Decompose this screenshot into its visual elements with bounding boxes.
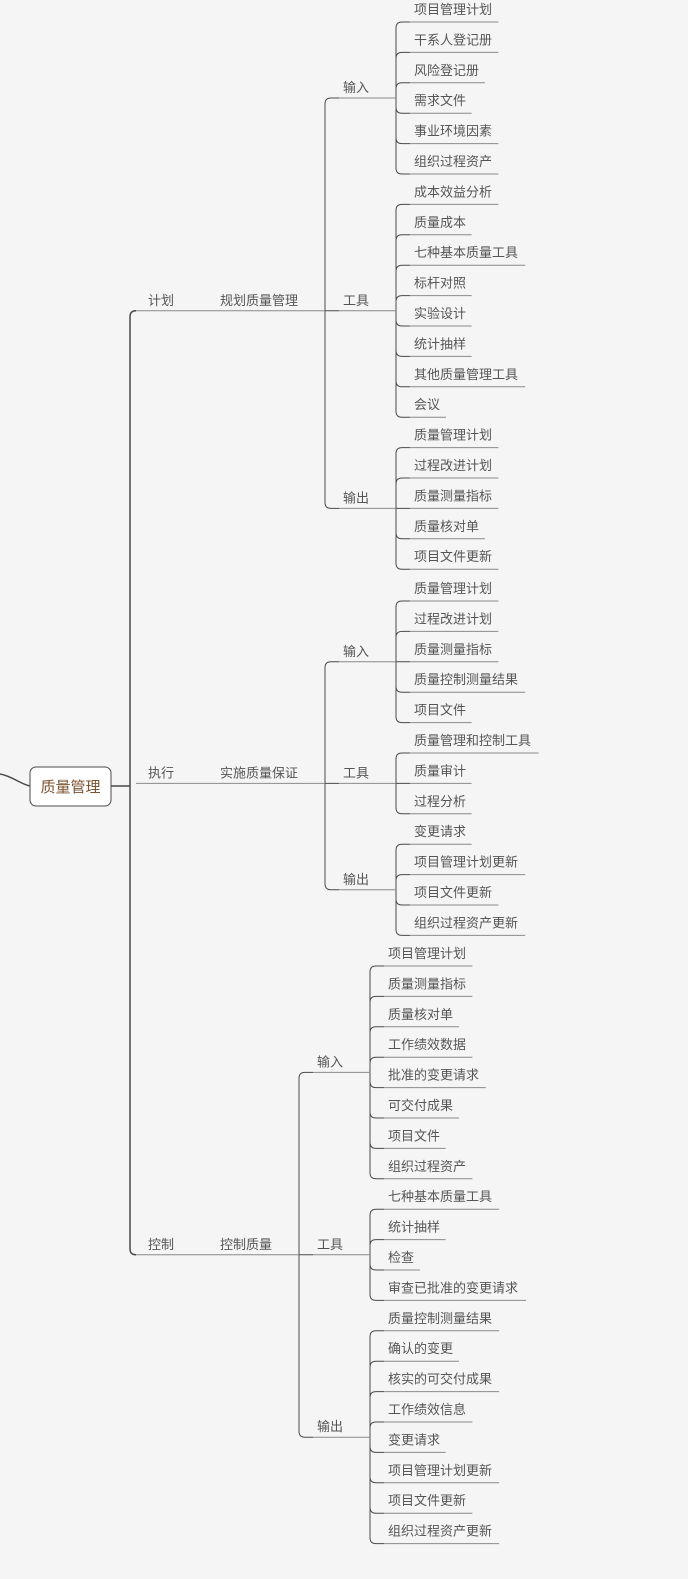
leaf-topic-label: 质量成本 <box>414 216 466 231</box>
leaf-topic-label: 质量核对单 <box>414 520 479 535</box>
leaf-topic-label: 事业环境因素 <box>414 125 492 140</box>
leaf-topic-label: 干系人登记册 <box>414 33 492 48</box>
group-topic-label[interactable]: 输入 <box>317 1054 343 1070</box>
leaf-topic-label: 过程改进计划 <box>414 459 492 474</box>
group-to-leaf-connector <box>369 1208 384 1301</box>
leaf-topic-label: 可交付成果 <box>388 1098 453 1114</box>
leaf-topic-label: 成本效益分析 <box>414 185 492 200</box>
leaf-topic-label: 审查已批准的变更请求 <box>388 1280 518 1296</box>
leaf-topic-label: 质量控制测量结果 <box>388 1312 492 1327</box>
root-topic-label: 质量管理 <box>40 778 100 796</box>
group-to-leaf-connector <box>369 965 384 1180</box>
group-to-leaf-connector <box>395 600 410 724</box>
branch-topic-label[interactable]: 控制 <box>148 1238 174 1253</box>
group-topic-label[interactable]: 工具 <box>343 294 369 309</box>
leaf-topic-label: 质量管理和控制工具 <box>414 734 531 749</box>
leaf-topic-label: 项目管理计划更新 <box>414 855 518 871</box>
leaf-topic-label: 统计抽样 <box>414 337 466 352</box>
group-to-leaf-connector <box>395 203 410 418</box>
group-topic-label[interactable]: 输出 <box>343 872 369 888</box>
leaf-topic-label: 七种基本质量工具 <box>414 246 518 261</box>
leaf-topic-label: 项目管理计划 <box>414 3 492 18</box>
leaf-topic-label: 会议 <box>414 398 440 413</box>
leaf-topic-label: 项目文件 <box>388 1129 440 1144</box>
branch-topic-label[interactable]: 执行 <box>148 766 174 781</box>
leaf-topic-label: 组织过程资产 <box>388 1160 466 1175</box>
leaf-topic-label: 项目文件更新 <box>414 885 492 901</box>
process-topic-label[interactable]: 控制质量 <box>220 1238 272 1253</box>
leaf-topic-label: 项目文件更新 <box>388 1493 466 1509</box>
leaf-topic-label: 项目管理计划更新 <box>388 1463 492 1479</box>
leaf-topic-label: 项目管理计划 <box>388 947 466 962</box>
leaf-topic-label: 批准的变更请求 <box>388 1068 479 1084</box>
leaf-topic-label: 组织过程资产 <box>414 155 492 170</box>
root-incoming-connector <box>0 773 31 787</box>
leaf-topic-label: 核实的可交付成果 <box>388 1372 492 1388</box>
leaf-topic-label: 确认的变更 <box>388 1341 453 1357</box>
leaf-topic-label: 质量测量指标 <box>414 643 492 658</box>
group-to-leaf-connector <box>395 21 410 175</box>
process-to-group-connector <box>324 97 339 509</box>
root-topic-box[interactable] <box>29 766 112 807</box>
topic-nodes: 项目管理计划干系人登记册风险登记册需求文件事业环境因素组织过程资产输入成本效益分… <box>148 3 531 1540</box>
leaf-topic-label: 质量管理计划 <box>414 582 492 597</box>
leaf-topic-label: 工作绩效信息 <box>388 1402 466 1418</box>
leaf-topic-label: 组织过程资产更新 <box>388 1524 492 1540</box>
leaf-topic-label: 变更请求 <box>414 824 466 840</box>
group-to-leaf-connector <box>395 447 410 570</box>
group-topic-label[interactable]: 工具 <box>343 766 369 781</box>
process-topic-label[interactable]: 实施质量保证 <box>220 766 298 781</box>
leaf-topic-label: 统计抽样 <box>388 1221 440 1236</box>
process-topic-label[interactable]: 规划质量管理 <box>220 294 298 309</box>
leaf-topic-label: 质量测量指标 <box>388 977 466 992</box>
group-topic-label[interactable]: 输出 <box>343 490 369 506</box>
leaf-topic-label: 质量审计 <box>414 764 466 779</box>
leaf-topic-label: 其他质量管理工具 <box>414 368 518 383</box>
leaf-topic-label: 实验设计 <box>414 306 466 322</box>
process-to-group-connector <box>298 1071 313 1438</box>
leaf-topic-label: 检查 <box>388 1251 414 1266</box>
group-topic-label[interactable]: 输出 <box>317 1419 343 1435</box>
leaf-topic-label: 质量核对单 <box>388 1008 453 1023</box>
group-to-leaf-connector <box>369 1330 384 1545</box>
group-to-leaf-connector <box>395 843 410 936</box>
branch-topic-label[interactable]: 计划 <box>148 294 174 309</box>
leaf-topic-label: 风险登记册 <box>414 64 479 79</box>
group-topic-label[interactable]: 输入 <box>343 644 369 660</box>
group-topic-label[interactable]: 输入 <box>343 80 369 96</box>
connector-lines <box>111 21 539 1545</box>
group-to-leaf-connector <box>395 752 410 815</box>
root-to-branch-connector <box>111 310 137 1256</box>
leaf-topic-label: 质量管理计划 <box>414 429 492 444</box>
leaf-topic-label: 七种基本质量工具 <box>388 1190 492 1205</box>
leaf-topic-label: 组织过程资产更新 <box>414 915 518 931</box>
root-topic[interactable]: 质量管理 <box>29 766 112 807</box>
leaf-topic-label: 质量测量指标 <box>414 489 492 504</box>
leaf-topic-label: 过程分析 <box>414 795 466 810</box>
group-topic-label[interactable]: 工具 <box>317 1238 343 1253</box>
leaf-topic-label: 变更请求 <box>388 1432 440 1448</box>
leaf-topic-label: 项目文件更新 <box>414 549 492 565</box>
leaf-topic-label: 过程改进计划 <box>414 612 492 627</box>
leaf-topic-label: 工作绩效数据 <box>388 1038 466 1053</box>
leaf-topic-label: 项目文件 <box>414 704 466 719</box>
leaf-topic-label: 标杆对照 <box>414 277 466 292</box>
process-to-group-connector <box>324 661 339 891</box>
leaf-topic-label: 需求文件 <box>414 94 466 109</box>
leaf-topic-label: 质量控制测量结果 <box>414 673 518 688</box>
